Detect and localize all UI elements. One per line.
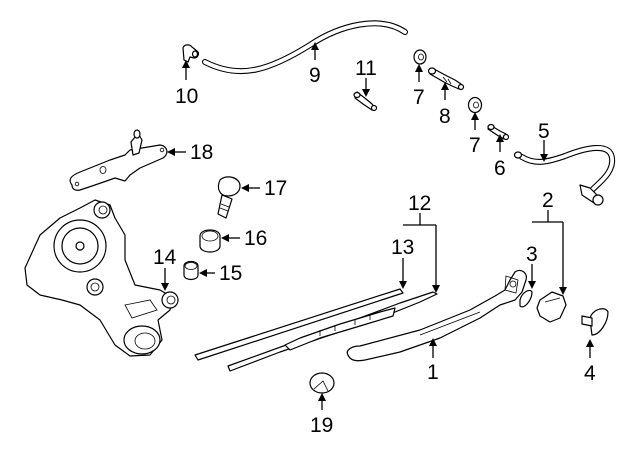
cap-gasket <box>519 289 533 308</box>
grommet-upper <box>413 49 427 65</box>
motor-mount-bushing <box>161 291 179 309</box>
callout-8: 8 <box>439 105 451 128</box>
callout-7-upper: 7 <box>413 86 425 109</box>
callout-3: 3 <box>526 243 538 266</box>
callout-17: 17 <box>264 177 287 200</box>
washer-hose-rear <box>513 145 616 206</box>
check-valve <box>427 67 465 91</box>
hose-joint <box>353 91 378 112</box>
callout-5: 5 <box>538 120 550 143</box>
callout-10: 10 <box>175 85 198 108</box>
callout-19: 19 <box>310 414 333 437</box>
mounting-bolt <box>217 176 241 219</box>
pivot-cap <box>309 372 335 394</box>
callout-13: 13 <box>391 236 414 259</box>
arm-cap <box>536 291 567 323</box>
pivot-bracket <box>69 129 168 191</box>
wiper-blade <box>227 291 438 372</box>
leader-lines <box>161 42 594 410</box>
callout-6: 6 <box>494 157 506 180</box>
wiper-arm <box>346 269 527 362</box>
callout-16: 16 <box>244 227 267 250</box>
blade-refill <box>194 288 404 361</box>
hose-elbow <box>182 44 200 63</box>
callout-18: 18 <box>190 141 213 164</box>
callout-9: 9 <box>309 64 321 87</box>
washer-hose-main <box>202 20 408 75</box>
grommet-lower <box>467 96 483 114</box>
callout-14: 14 <box>153 246 177 269</box>
callout-15: 15 <box>219 262 242 285</box>
callout-11: 11 <box>355 57 377 80</box>
grommet-rubber <box>199 229 221 253</box>
hose-connector-small <box>487 123 510 141</box>
spacer-collar <box>183 260 199 281</box>
arm-cover-cap <box>581 308 609 336</box>
callout-2-left: 2 <box>542 189 554 212</box>
callout-7-lower: 7 <box>469 134 481 157</box>
callout-4: 4 <box>584 362 596 385</box>
wiper-motor <box>24 199 173 357</box>
callout-12: 12 <box>408 192 431 215</box>
callout-labels: 10 9 11 7 8 7 6 5 18 17 16 15 14 12 13 1… <box>153 57 596 437</box>
callout-1: 1 <box>427 361 439 384</box>
